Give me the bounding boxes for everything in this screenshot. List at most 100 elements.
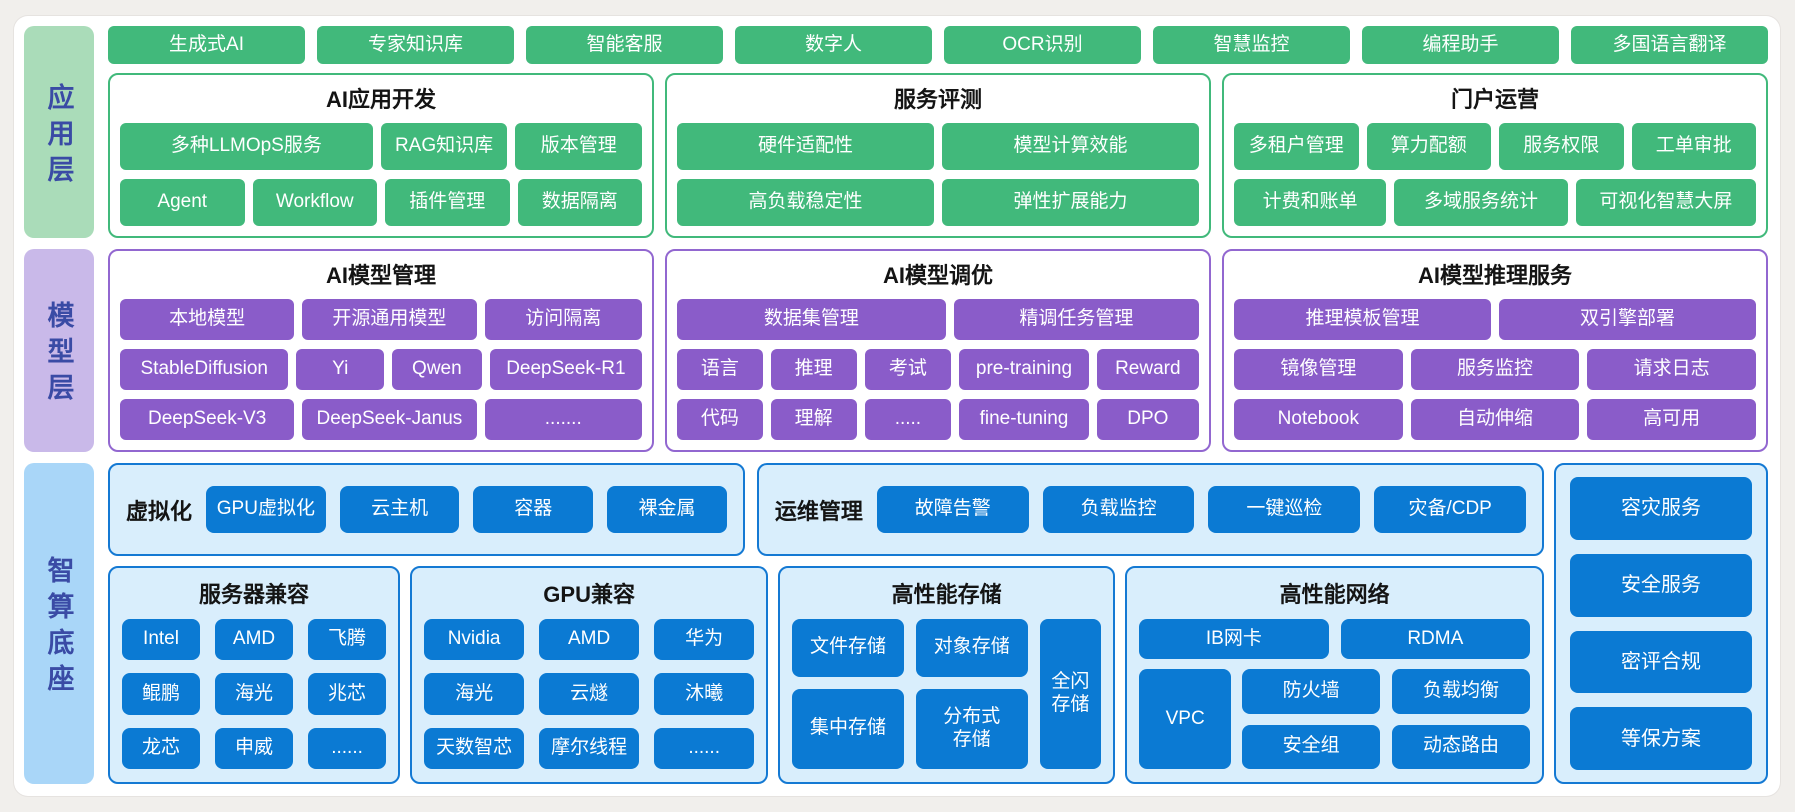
- panel-title: 高性能网络: [1279, 582, 1390, 607]
- base-left-area: 虚拟化 GPU虚拟化 云主机 容器 裸金属 运维管理 故障告警 负载监控 一键巡…: [108, 463, 1544, 784]
- block: 插件管理: [385, 179, 510, 226]
- computing-base-body: 虚拟化 GPU虚拟化 云主机 容器 裸金属 运维管理 故障告警 负载监控 一键巡…: [108, 463, 1768, 784]
- row: 硬件适配性 模型计算效能: [677, 123, 1199, 170]
- block: 多种LLMOpS服务: [120, 123, 373, 170]
- block: Intel: [122, 619, 201, 661]
- block: 高负载稳定性: [677, 179, 934, 226]
- block: 请求日志: [1587, 349, 1757, 390]
- block: 灾备/CDP: [1374, 486, 1527, 533]
- block: 兆芯: [308, 673, 387, 715]
- block: 本地模型: [120, 299, 295, 340]
- block: AMD: [539, 619, 640, 661]
- computing-base-pill: 智算底座: [24, 463, 94, 784]
- block-expert-kb: 专家知识库: [317, 26, 514, 64]
- row: 本地模型 开源通用模型 访问隔离: [120, 299, 642, 340]
- block: 理解: [770, 399, 857, 440]
- row: DeepSeek-V3 DeepSeek-Janus .......: [120, 399, 642, 440]
- block: 镜像管理: [1234, 349, 1403, 390]
- block: 海光: [424, 673, 525, 715]
- block: DeepSeek-Janus: [302, 399, 477, 440]
- block: 密评合规: [1570, 630, 1752, 694]
- block: 推理模板管理: [1234, 299, 1491, 340]
- architecture-diagram: 应用层 生成式AI 专家知识库 智能客服 数字人 OCR识别 智慧监控 编程助手…: [14, 16, 1780, 796]
- group-model-mgmt: AI模型管理 本地模型 开源通用模型 访问隔离 StableDiffusion …: [108, 249, 654, 452]
- application-layer: 应用层 生成式AI 专家知识库 智能客服 数字人 OCR识别 智慧监控 编程助手…: [24, 26, 1768, 238]
- group-title: 门户运营: [1450, 87, 1539, 112]
- application-layer-body: 生成式AI 专家知识库 智能客服 数字人 OCR识别 智慧监控 编程助手 多国语…: [108, 26, 1768, 238]
- block: DeepSeek-V3: [120, 399, 295, 440]
- group-title: 服务评测: [893, 87, 982, 112]
- block: 防火墙: [1242, 669, 1381, 714]
- block: 推理: [770, 349, 857, 390]
- block: DeepSeek-R1: [489, 349, 642, 390]
- block: 计费和账单: [1234, 179, 1387, 226]
- block: 语言: [677, 349, 763, 390]
- row: 多种LLMOpS服务 RAG知识库 版本管理: [120, 123, 643, 170]
- block: 负载均衡: [1392, 669, 1530, 714]
- panel-hp-storage: 高性能存储 文件存储 对象存储 全闪存储 集中存储 分布式存储: [778, 566, 1116, 784]
- block: RAG知识库: [380, 123, 508, 170]
- row: Agent Workflow 插件管理 数据隔离: [120, 179, 642, 226]
- block-coding-assistant: 编程助手: [1362, 26, 1559, 64]
- block: 动态路由: [1392, 724, 1530, 769]
- panel-server-compat: 服务器兼容 Intel AMD 飞腾 鲲鹏 海光 兆芯 龙芯 申威 ......: [108, 566, 401, 784]
- block: 沐曦: [654, 673, 755, 715]
- block: 可视化智慧大屏: [1575, 179, 1756, 226]
- block: 高可用: [1587, 399, 1757, 440]
- block: Yi: [296, 349, 385, 390]
- block: 精调任务管理: [953, 299, 1199, 340]
- application-layer-label: 应用层: [43, 82, 74, 191]
- block: DPO: [1096, 399, 1199, 440]
- block: 全闪存储: [1039, 619, 1102, 769]
- panel-title: GPU兼容: [543, 582, 635, 607]
- model-layer-label: 模型层: [43, 301, 74, 409]
- row: Notebook 自动伸缩 高可用: [1234, 399, 1757, 440]
- block: Workflow: [252, 179, 377, 226]
- block: Notebook: [1234, 399, 1403, 440]
- row: 镜像管理 服务监控 请求日志: [1234, 349, 1757, 390]
- block: 分布式存储: [915, 688, 1028, 769]
- block-smart-service: 智能客服: [526, 26, 723, 64]
- block: 考试: [864, 349, 952, 390]
- block: Qwen: [392, 349, 482, 390]
- block: RDMA: [1340, 619, 1530, 659]
- block: 集中存储: [792, 688, 904, 769]
- app-scenario-strip: 生成式AI 专家知识库 智能客服 数字人 OCR识别 智慧监控 编程助手 多国语…: [108, 26, 1768, 64]
- block: IB网卡: [1139, 619, 1329, 659]
- row: IB网卡 RDMA: [1139, 619, 1530, 659]
- block: 双引擎部署: [1499, 299, 1756, 340]
- row: 数据集管理 精调任务管理: [677, 299, 1199, 340]
- group-model-inference: AI模型推理服务 推理模板管理 双引擎部署 镜像管理 服务监控 请求日志 Not…: [1222, 249, 1768, 452]
- block: 代码: [677, 399, 763, 440]
- block: 算力配额: [1366, 123, 1491, 170]
- panel-title: 服务器兼容: [199, 582, 310, 607]
- block: GPU虚拟化: [206, 486, 326, 533]
- block: 裸金属: [607, 486, 727, 533]
- block: 容灾服务: [1570, 477, 1752, 540]
- block: 弹性扩展能力: [942, 179, 1199, 226]
- panel-security-services: 容灾服务 安全服务 密评合规 等保方案: [1554, 463, 1768, 784]
- block: 服务监控: [1410, 349, 1580, 390]
- row: 代码 理解 ..... fine-tuning DPO: [677, 399, 1199, 440]
- block: Agent: [120, 179, 245, 226]
- block-vpc: VPC: [1139, 669, 1232, 769]
- group-title: AI应用开发: [325, 87, 436, 112]
- block: 一键巡检: [1208, 486, 1361, 533]
- block: 工单审批: [1631, 123, 1756, 170]
- network-grid: 防火墙 负载均衡 安全组 动态路由: [1242, 669, 1530, 769]
- block: 故障告警: [876, 486, 1029, 533]
- block: 数据隔离: [517, 179, 642, 226]
- block: 自动伸缩: [1410, 399, 1580, 440]
- block: 飞腾: [308, 619, 387, 661]
- computing-base-layer: 智算底座 虚拟化 GPU虚拟化 云主机 容器 裸金属 运维管理 故障告警 负载监…: [24, 463, 1768, 784]
- network-layout: IB网卡 RDMA VPC 防火墙 负载均衡 安全组 动态路由: [1139, 619, 1530, 769]
- block: pre-training: [959, 349, 1089, 390]
- block-ocr: OCR识别: [944, 26, 1141, 64]
- block: fine-tuning: [959, 399, 1089, 440]
- block: AMD: [215, 619, 294, 661]
- application-layer-pill: 应用层: [24, 26, 94, 238]
- model-layer-pill: 模型层: [24, 249, 94, 452]
- row: VPC 防火墙 负载均衡 安全组 动态路由: [1139, 669, 1530, 769]
- panel-label: 运维管理: [774, 498, 863, 524]
- block: .......: [484, 399, 642, 440]
